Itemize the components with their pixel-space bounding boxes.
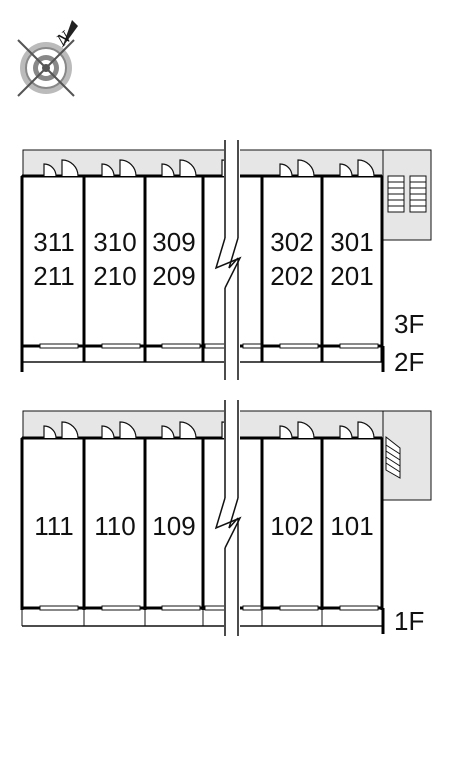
unit-label: 311 bbox=[33, 227, 74, 257]
unit-label: 302 bbox=[270, 227, 313, 257]
unit-label: 102 bbox=[270, 511, 313, 541]
compass-rose-icon bbox=[17, 20, 78, 97]
stairs-icon bbox=[387, 175, 427, 213]
break-line bbox=[214, 140, 242, 380]
unit-label: 111 bbox=[34, 511, 74, 541]
unit-label: 101 bbox=[330, 511, 373, 541]
unit-label: 209 bbox=[152, 261, 195, 291]
upper-floor-block: 311 211 310 210 309 209 302 202 301 201 … bbox=[20, 140, 432, 380]
unit-label: 202 bbox=[270, 261, 313, 291]
unit-label: 211 bbox=[33, 261, 74, 291]
unit-label: 109 bbox=[152, 511, 195, 541]
unit-label: 210 bbox=[93, 261, 136, 291]
stairs-icon bbox=[385, 435, 401, 479]
unit-label: 309 bbox=[152, 227, 195, 257]
break-line bbox=[214, 400, 242, 636]
floor-label: 3F bbox=[394, 309, 424, 339]
unit-label: 201 bbox=[330, 261, 373, 291]
ground-floor-block: 111 110 109 102 101 1F bbox=[20, 400, 432, 636]
floor-label: 1F bbox=[394, 606, 424, 636]
unit-label: 301 bbox=[330, 227, 373, 257]
floor-label: 2F bbox=[394, 347, 424, 377]
unit-label: 110 bbox=[94, 511, 135, 541]
unit-label: 310 bbox=[93, 227, 136, 257]
